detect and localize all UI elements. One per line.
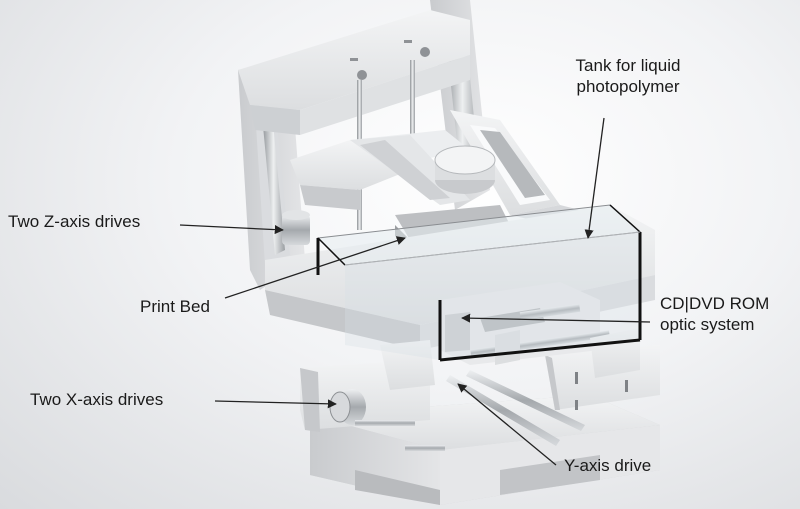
label-tank: Tank for liquid photopolymer (548, 55, 708, 97)
leader-z-drives (179, 224, 284, 235)
leader-lines (179, 117, 651, 466)
label-tank-line1: Tank for liquid (575, 56, 681, 75)
label-optic: CD|DVD ROM optic system (660, 293, 769, 335)
label-print-bed: Print Bed (140, 297, 210, 316)
label-optic-line1: CD|DVD ROM (660, 294, 770, 313)
base-frame (300, 345, 660, 505)
label-z-drives: Two Z-axis drives (8, 212, 141, 231)
leader-print-bed (224, 236, 406, 299)
leader-tank (584, 117, 605, 239)
y-axis-rods (446, 370, 585, 446)
knob (434, 145, 496, 194)
label-optic-line2: optic system (660, 315, 755, 334)
leader-optic (461, 313, 651, 323)
leader-x-drives (214, 399, 337, 409)
z-axis-motor (282, 210, 310, 245)
leader-y-drive (457, 383, 557, 466)
label-tank-line2: photopolymer (576, 77, 680, 96)
label-x-drives: Two X-axis drives (30, 390, 164, 409)
x-axis-motor (329, 389, 445, 451)
resin-tank (316, 204, 642, 362)
label-y-drive: Y-axis drive (564, 456, 652, 475)
